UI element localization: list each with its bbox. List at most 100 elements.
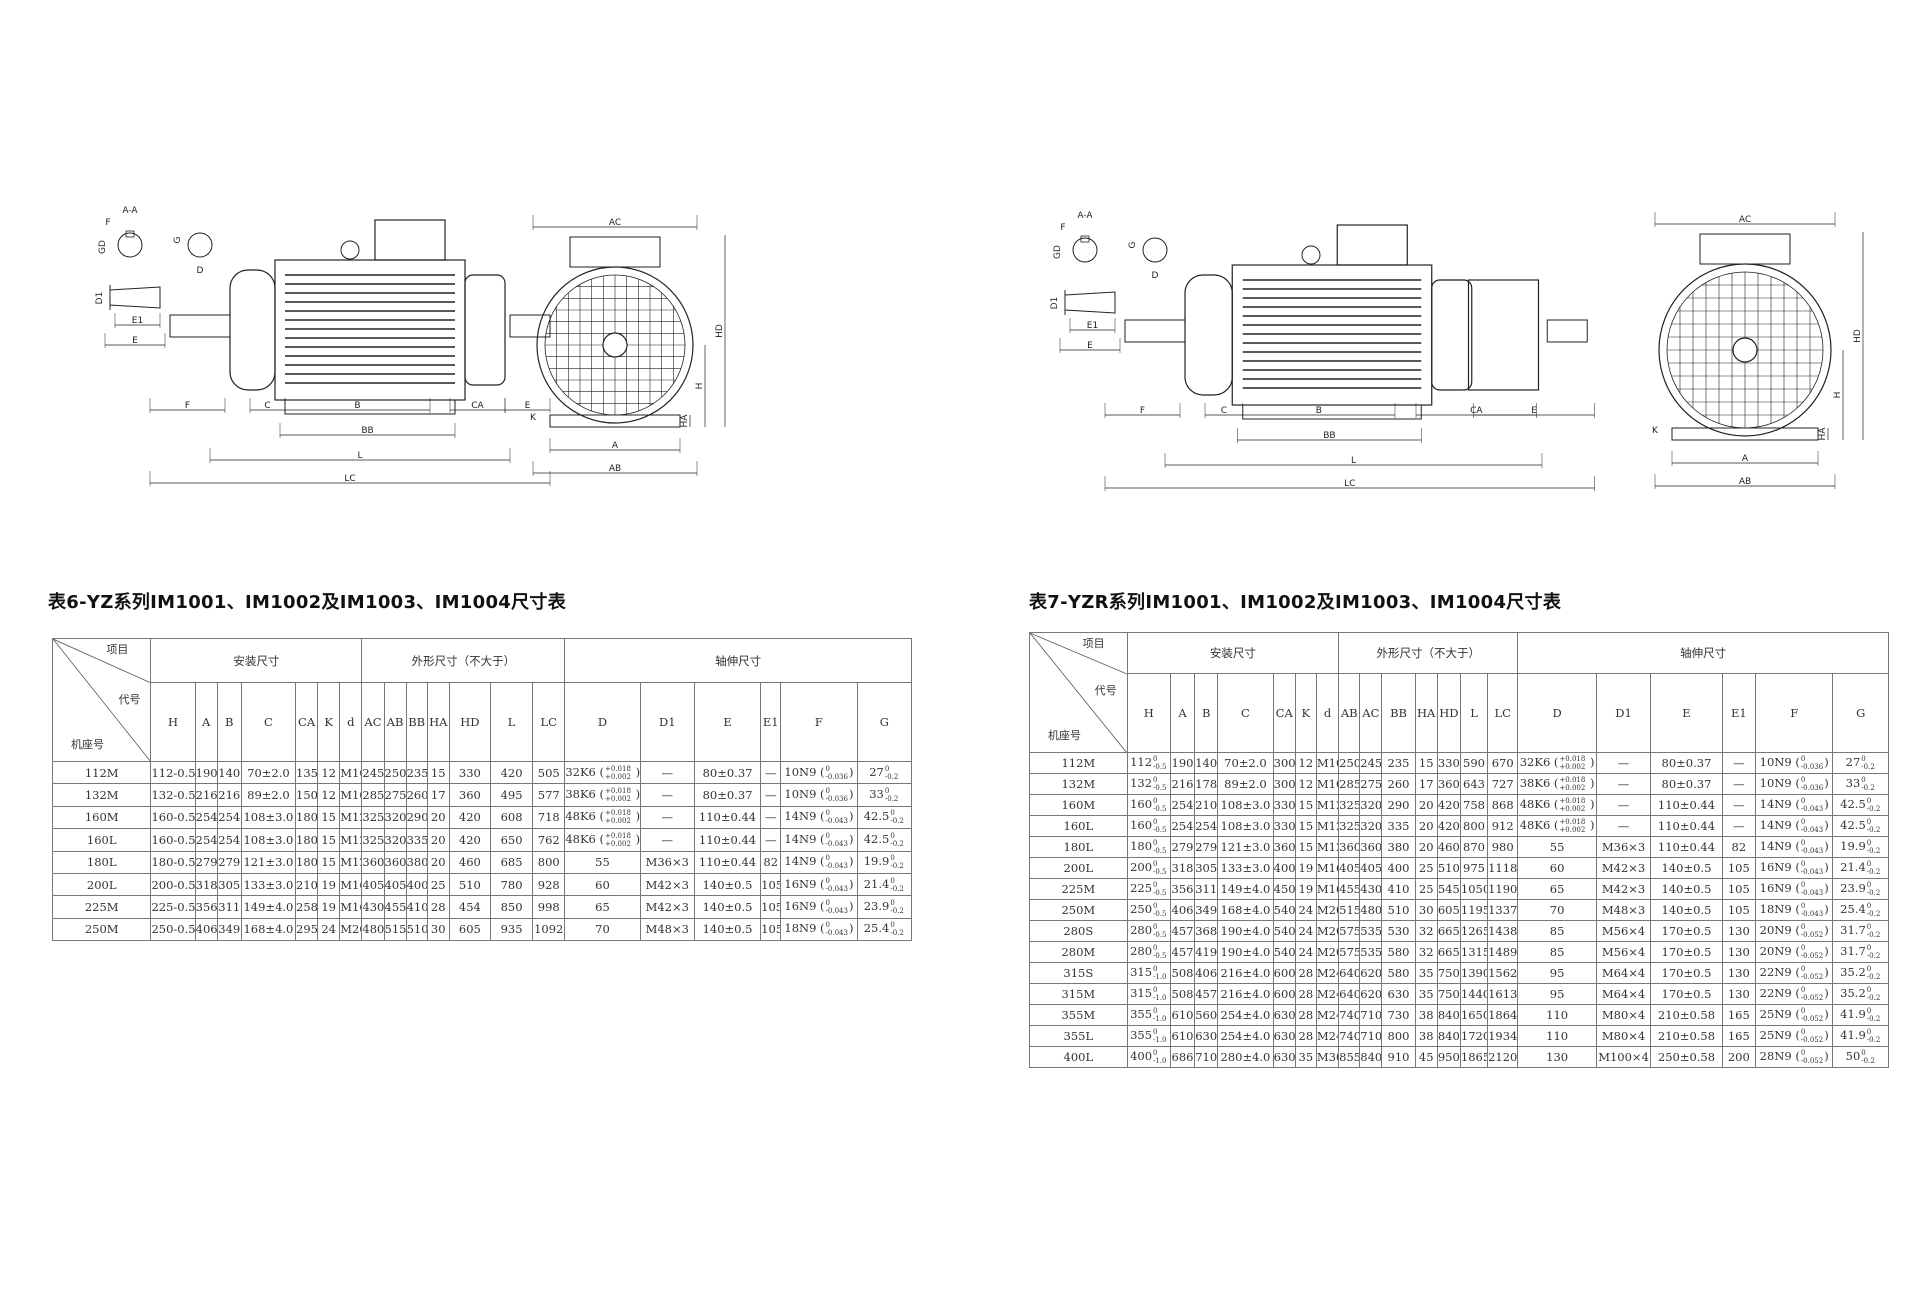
upper-deviation: 0 bbox=[1861, 755, 1866, 763]
cell-bb: 400 bbox=[405, 872, 428, 897]
table-row: 160M160-0.5254254108±3.018015M1232532029… bbox=[51, 805, 913, 830]
cell-value: 280 bbox=[1130, 944, 1153, 958]
cell-l: 590 bbox=[1459, 752, 1489, 774]
cell-lc: 1864 bbox=[1487, 1004, 1519, 1026]
cell-ac: 430 bbox=[1359, 878, 1383, 900]
cell-c: 121±3.0 bbox=[1217, 836, 1274, 858]
cell-ha: 38 bbox=[1414, 1004, 1438, 1026]
cell-d: M12 bbox=[1315, 794, 1340, 816]
lower-deviation: -0.036 bbox=[825, 795, 848, 804]
tolerance: 0-0.043 bbox=[1801, 818, 1823, 834]
cell-d: M16 bbox=[1315, 878, 1340, 900]
cell-b: 305 bbox=[1194, 857, 1219, 879]
cell-d: 60 bbox=[564, 872, 641, 897]
cell-e1: 82 bbox=[1721, 836, 1756, 858]
cell-c: 70±2.0 bbox=[1217, 752, 1274, 774]
upper-deviation: 0 bbox=[1866, 923, 1872, 931]
frame-number-cell: 160M bbox=[51, 805, 152, 830]
header-group-1: 外形尺寸（不大于） bbox=[361, 638, 566, 683]
cell-hd: 750 bbox=[1436, 983, 1461, 1005]
lower-deviation: -0.2 bbox=[884, 772, 899, 781]
cell-ha: 25 bbox=[1414, 857, 1438, 879]
dimension-label-h: H bbox=[1833, 392, 1843, 399]
dimension-label-gd: GD bbox=[98, 240, 108, 254]
cell-e: 140±0.5 bbox=[693, 872, 762, 897]
cell-k: 28 bbox=[1294, 962, 1317, 984]
cell-hd: 665 bbox=[1436, 941, 1461, 963]
cell-value: 23.9 bbox=[1840, 881, 1866, 895]
cell-e: 110±0.44 bbox=[693, 805, 762, 830]
cell-value: 42.5 bbox=[863, 831, 890, 846]
cell-value: 14N9 ( bbox=[1759, 839, 1800, 853]
upper-deviation: 0 bbox=[1866, 986, 1872, 994]
cell-ac: 840 bbox=[1359, 1046, 1383, 1068]
lower-deviation: -0.2 bbox=[1866, 973, 1881, 981]
cell-b: 406 bbox=[1194, 962, 1219, 984]
header-group-2: 轴伸尺寸 bbox=[564, 638, 912, 683]
cell-ac: 275 bbox=[1359, 773, 1383, 795]
frame-number-cell: 280M bbox=[1029, 941, 1128, 963]
lower-deviation: -0.2 bbox=[1866, 910, 1881, 918]
upper-deviation: 0 bbox=[890, 899, 895, 908]
dimension-label-ha: HA bbox=[680, 414, 690, 428]
upper-deviation: 0 bbox=[1800, 776, 1806, 784]
cell-a: 190 bbox=[1169, 752, 1196, 774]
cell-e1: — bbox=[760, 760, 782, 785]
cell-e: 210±0.58 bbox=[1650, 1025, 1723, 1047]
lower-deviation: -0.052 bbox=[1800, 1036, 1824, 1044]
cell-ca: 540 bbox=[1272, 899, 1296, 921]
cell-c: 190±4.0 bbox=[1217, 920, 1274, 942]
cell-e: 210±0.58 bbox=[1650, 1004, 1723, 1026]
cell-k: 15 bbox=[317, 805, 341, 830]
cell-d: 110 bbox=[1517, 1004, 1597, 1026]
lower-deviation: -0.043 bbox=[1800, 910, 1824, 918]
column-header-f: F bbox=[1754, 673, 1834, 753]
lower-deviation: -0.2 bbox=[1866, 994, 1881, 1002]
tolerance: +0.018+0.002 bbox=[605, 787, 631, 803]
end-view-feet bbox=[1671, 427, 1819, 441]
tolerance: 0-0.2 bbox=[1861, 755, 1875, 771]
cell-d: M10 bbox=[1315, 752, 1340, 774]
lower-deviation: -0.052 bbox=[1800, 952, 1824, 960]
cell-ha: 28 bbox=[426, 895, 450, 919]
tolerance: 0-1.0 bbox=[1153, 986, 1167, 1002]
cell-ha: 35 bbox=[1414, 962, 1438, 984]
cell-suffix: ) bbox=[1824, 1028, 1829, 1042]
cell-b: 254 bbox=[1194, 815, 1219, 837]
tolerance: 0-1.0 bbox=[1153, 1007, 1167, 1023]
mounting-feet bbox=[284, 399, 456, 415]
tolerance: +0.018+0.002 bbox=[605, 765, 631, 781]
table-row: 250M250-0.5406349168±4.029524M2048051551… bbox=[51, 917, 913, 942]
cell-ca: 180 bbox=[295, 805, 319, 830]
frame-number-cell: 315M bbox=[1029, 983, 1128, 1005]
tolerance: 0-0.2 bbox=[890, 921, 904, 937]
tolerance: 0-0.2 bbox=[1867, 839, 1881, 855]
cell-hd: 545 bbox=[1436, 878, 1461, 900]
slip-ring-housing bbox=[1467, 279, 1540, 391]
table-row: 355M3550-1.0610560254±4.063028M247407107… bbox=[1029, 1004, 1889, 1026]
cell-k: 15 bbox=[317, 828, 341, 852]
dimension-label-e: E bbox=[525, 401, 531, 411]
lower-deviation: -0.052 bbox=[1800, 973, 1824, 981]
cell-hd: 840 bbox=[1436, 1025, 1461, 1047]
cell-d: 32K6 (+0.018+0.002 ) bbox=[1517, 752, 1597, 774]
column-header-hd: HD bbox=[448, 682, 491, 762]
upper-deviation: 0 bbox=[890, 809, 895, 818]
lower-deviation: +0.002 bbox=[605, 839, 631, 848]
upper-deviation: 0 bbox=[1153, 944, 1158, 952]
column-header-c: C bbox=[240, 682, 297, 762]
dimension-label-g: G bbox=[1128, 241, 1138, 248]
tolerance: +0.018+0.002 bbox=[605, 809, 631, 825]
corner-label-item: 项目 bbox=[106, 643, 129, 656]
cell-h: 225-0.5 bbox=[150, 895, 196, 919]
rear-shield bbox=[1431, 279, 1473, 391]
cell-e1: 105 bbox=[760, 917, 782, 942]
cell-d: 85 bbox=[1517, 920, 1597, 942]
cell-d: M24 bbox=[1315, 962, 1340, 984]
